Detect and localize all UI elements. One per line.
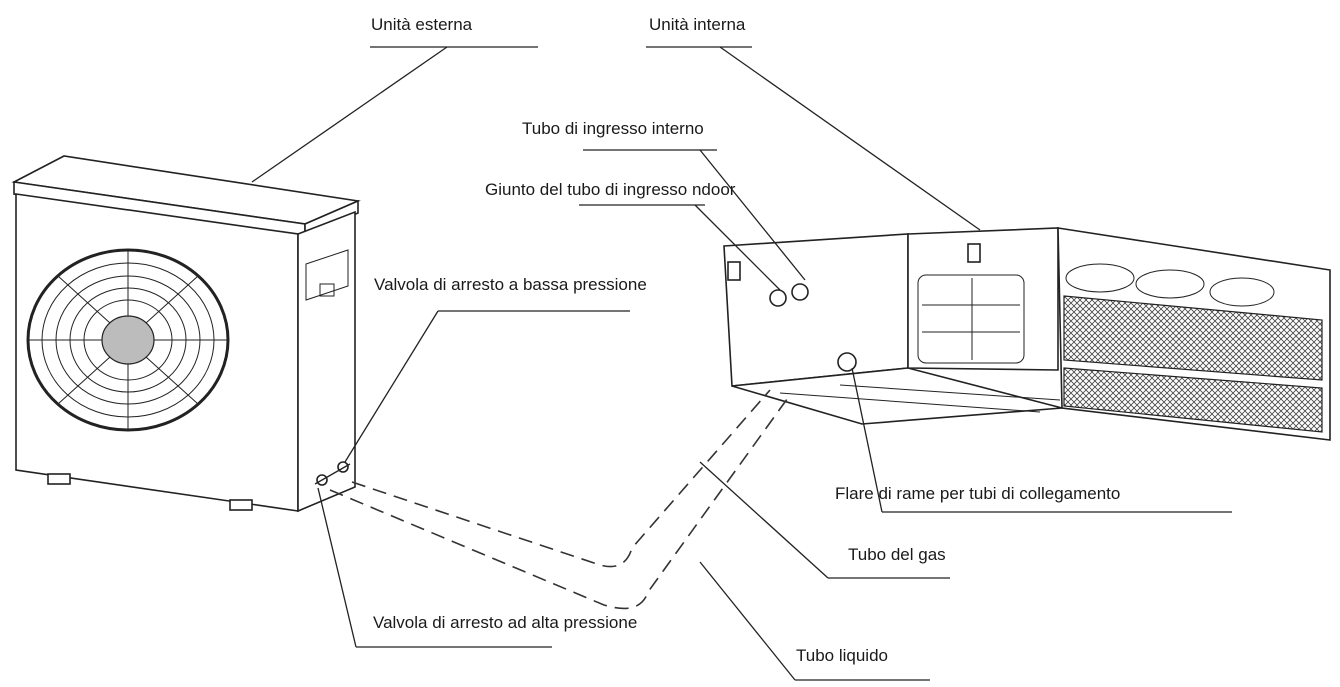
label-copper-flare: Flare di rame per tubi di collegamento bbox=[835, 484, 1120, 503]
fan-grille bbox=[26, 248, 230, 432]
leader-lines bbox=[251, 46, 1232, 681]
outdoor-unit-front bbox=[15, 193, 299, 512]
label-indoor-inlet-pipe: Tubo di ingresso interno bbox=[522, 119, 704, 138]
label-outdoor-unit: Unità esterna bbox=[371, 15, 473, 34]
filter-mesh-upper bbox=[1063, 295, 1323, 381]
indoor-back-panel bbox=[723, 233, 909, 387]
side-panel-handle bbox=[319, 283, 335, 297]
inlet-joint-2 bbox=[791, 283, 809, 301]
label-indoor-unit: Unità interna bbox=[649, 15, 746, 34]
label-indoor-inlet-joint: Giunto del tubo di ingresso ndoor bbox=[485, 180, 736, 199]
hanging-bracket bbox=[967, 243, 981, 263]
foot bbox=[47, 473, 71, 485]
liquid-pipe-line bbox=[329, 394, 791, 610]
gas-pipe-line bbox=[351, 389, 771, 568]
blower-fans bbox=[1065, 263, 1275, 307]
indoor-filter-grid bbox=[917, 274, 1025, 364]
label-liquid-pipe: Tubo liquido bbox=[796, 646, 888, 665]
label-gas-pipe: Tubo del gas bbox=[848, 545, 946, 564]
outdoor-unit-side bbox=[297, 210, 356, 513]
label-low-pressure-valve: Valvola di arresto a bassa pressione bbox=[374, 275, 647, 294]
indoor-bottom-tray bbox=[731, 367, 1063, 425]
side-panel bbox=[305, 249, 349, 301]
outdoor-unit bbox=[11, 155, 361, 513]
indoor-unit bbox=[723, 227, 1331, 441]
inlet-joint-1 bbox=[769, 289, 787, 307]
label-high-pressure-valve: Valvola di arresto ad alta pressione bbox=[373, 613, 637, 632]
filter-mesh-lower bbox=[1063, 367, 1323, 433]
indoor-filter-frame bbox=[907, 227, 1059, 371]
hanging-bracket bbox=[727, 261, 741, 281]
foot bbox=[229, 499, 253, 511]
drain-fitting bbox=[837, 352, 857, 372]
